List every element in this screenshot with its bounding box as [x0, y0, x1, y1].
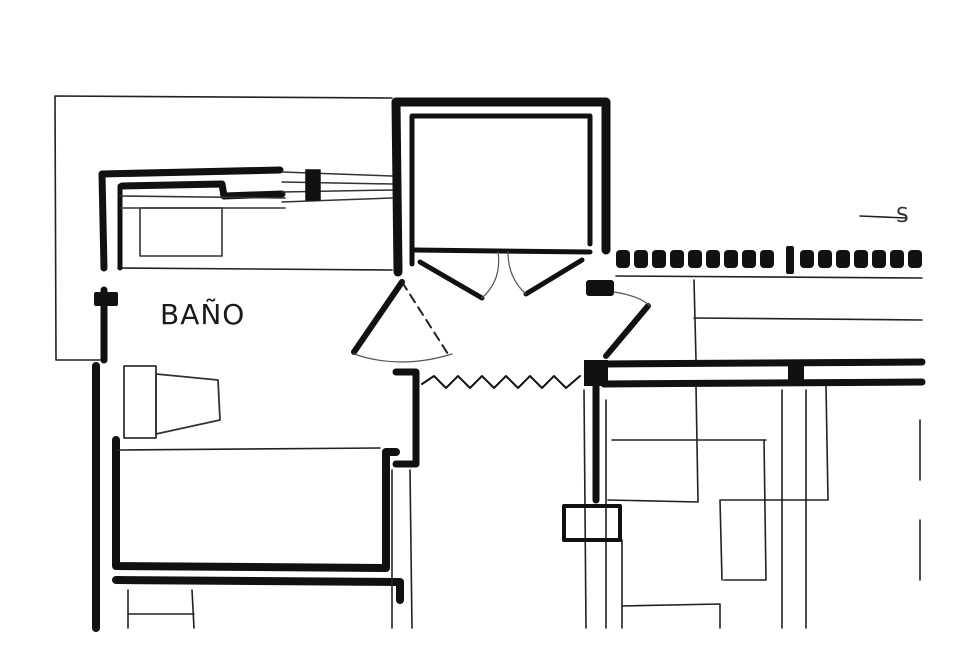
- margin-note: S: [896, 203, 909, 227]
- lower-left-walls: [92, 362, 404, 632]
- lower-left-thin-lines: [115, 447, 413, 629]
- bath-door: [351, 279, 453, 363]
- closet-inner-walls: [409, 113, 593, 267]
- wall-stub-hall: [392, 368, 420, 468]
- column-right-2: [788, 364, 804, 384]
- folding-door: [421, 375, 581, 389]
- small-box-fixture: [562, 504, 622, 542]
- right-heavy-walls: [592, 358, 926, 504]
- bath-fixture-tub: [119, 195, 286, 257]
- closet-jamb: [586, 280, 614, 296]
- bath-fixture-sink: [123, 365, 221, 439]
- window-jamb-left: [94, 292, 118, 306]
- brick-strip: [616, 246, 922, 274]
- site-boundary: [54, 95, 393, 361]
- closet-door-leaves: [417, 257, 585, 301]
- column-right-1: [584, 360, 608, 386]
- bathroom-walls: [98, 166, 286, 364]
- right-thin-lines: [583, 215, 923, 629]
- room-label-bath: BAÑO: [160, 298, 245, 331]
- bath-window: [281, 169, 393, 203]
- closet-walls: [391, 97, 611, 277]
- hall-door: [603, 291, 651, 359]
- closet-door-swings: [481, 251, 527, 299]
